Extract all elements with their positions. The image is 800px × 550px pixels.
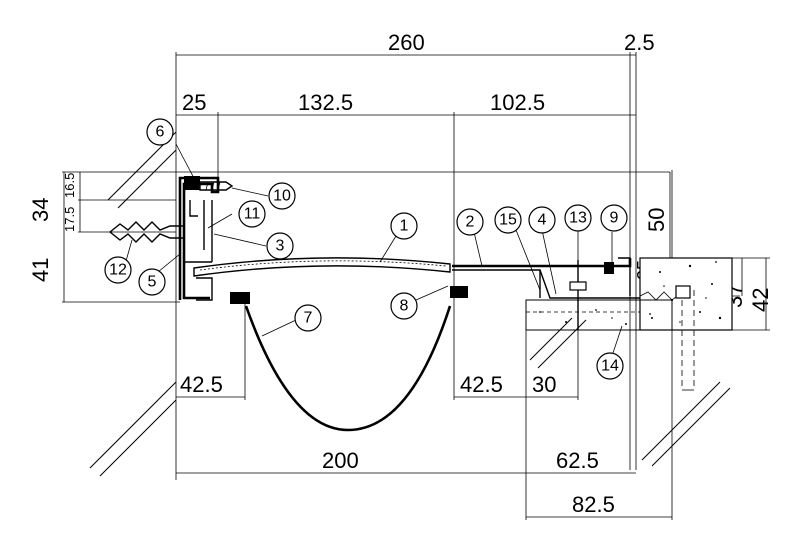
callout-11: 11 xyxy=(238,200,266,228)
dim-102-5: 102.5 xyxy=(490,90,545,115)
callout-10: 10 xyxy=(268,182,296,210)
dim-50: 50 xyxy=(644,208,669,232)
callout-15: 15 xyxy=(494,206,522,234)
callout-12: 12 xyxy=(104,256,132,284)
dim-34: 34 xyxy=(28,198,53,222)
dimension-labels: 260 2.5 25 132.5 102.5 34 16.5 17.5 41 5… xyxy=(28,30,773,517)
dim-82-5: 82.5 xyxy=(572,492,615,517)
callout-4: 4 xyxy=(528,206,556,234)
callouts: 6 10 11 3 12 5 1 2 15 4 13 9 7 8 14 xyxy=(104,118,628,380)
svg-text:12: 12 xyxy=(109,262,127,279)
svg-text:6: 6 xyxy=(156,124,165,141)
dim-42-5-right: 42.5 xyxy=(460,372,503,397)
callout-7: 7 xyxy=(294,304,322,332)
wall-anchor xyxy=(108,221,185,243)
callout-2: 2 xyxy=(456,208,484,236)
callout-9: 9 xyxy=(600,204,628,232)
callout-13: 13 xyxy=(564,204,592,232)
svg-text:13: 13 xyxy=(569,210,587,227)
callout-14: 14 xyxy=(596,352,624,380)
dimension-lines xyxy=(63,54,767,518)
svg-text:1: 1 xyxy=(400,218,409,235)
dim-30: 30 xyxy=(532,372,556,397)
spring-detail xyxy=(639,285,691,301)
svg-text:3: 3 xyxy=(276,238,285,255)
left-frame-profile xyxy=(178,176,220,301)
concrete-slab xyxy=(525,257,733,391)
svg-text:2: 2 xyxy=(466,214,475,231)
callout-8: 8 xyxy=(390,292,418,320)
dim-62-5: 62.5 xyxy=(556,448,599,473)
callout-3: 3 xyxy=(266,232,294,260)
dim-41: 41 xyxy=(28,258,53,282)
svg-text:8: 8 xyxy=(400,298,409,315)
svg-text:15: 15 xyxy=(499,212,517,229)
dim-17-5: 17.5 xyxy=(62,207,77,232)
svg-text:4: 4 xyxy=(538,212,547,229)
dim-16-5: 16.5 xyxy=(62,173,77,198)
svg-text:7: 7 xyxy=(304,310,313,327)
right-plate xyxy=(452,257,640,299)
dim-42-5-left: 42.5 xyxy=(180,372,223,397)
dim-200: 200 xyxy=(322,448,359,473)
svg-text:5: 5 xyxy=(148,274,157,291)
leader-lines xyxy=(123,143,623,357)
svg-text:11: 11 xyxy=(244,206,261,223)
svg-text:10: 10 xyxy=(273,188,291,205)
u-membrane xyxy=(230,286,468,432)
dim-132-5: 132.5 xyxy=(298,90,353,115)
dim-25-top: 25 xyxy=(182,90,206,115)
svg-text:14: 14 xyxy=(601,358,619,375)
cover-plate xyxy=(193,257,451,277)
dim-42: 42 xyxy=(748,288,773,312)
callout-5: 5 xyxy=(138,268,166,296)
dim-260: 260 xyxy=(388,30,425,55)
svg-text:9: 9 xyxy=(610,210,619,227)
callout-1: 1 xyxy=(390,212,418,240)
screw xyxy=(199,181,234,191)
dim-2-5: 2.5 xyxy=(624,30,655,55)
callout-6: 6 xyxy=(146,118,174,146)
